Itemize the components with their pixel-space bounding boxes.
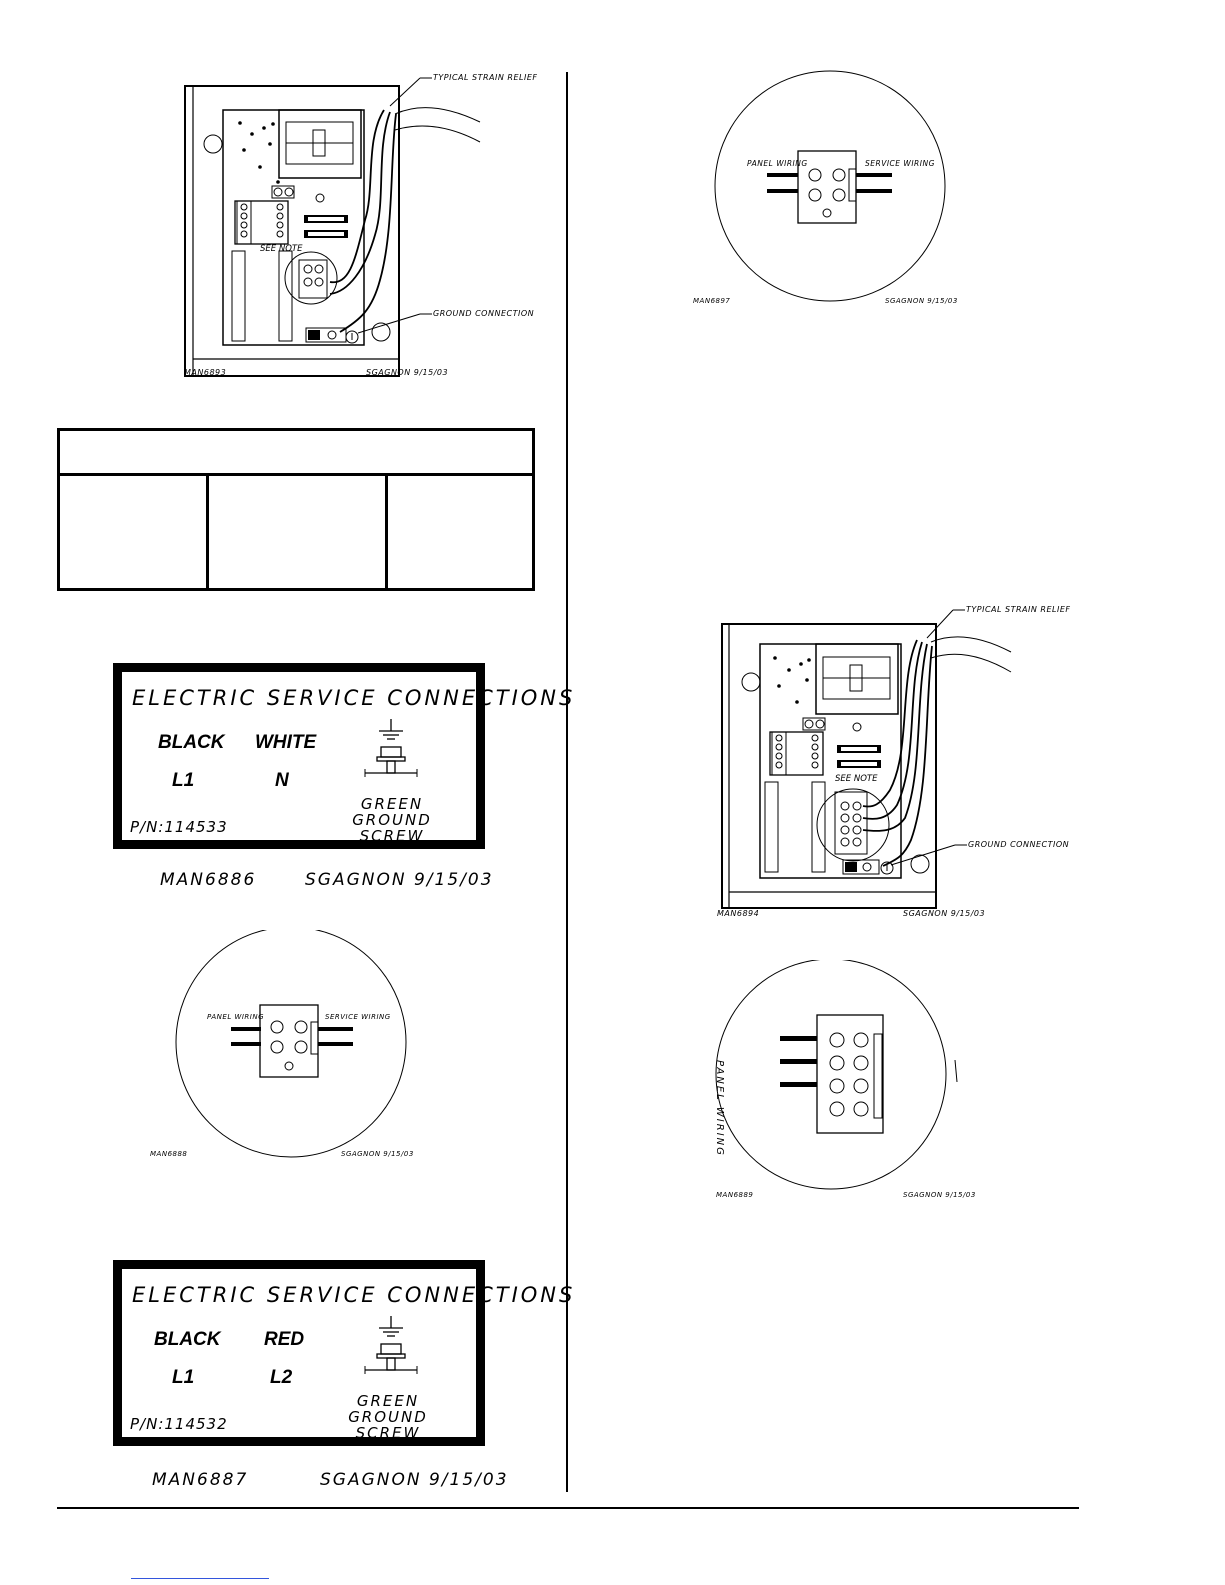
service-plate-2: ELECTRIC SERVICE CONNECTIONS BLACK RED L… xyxy=(113,1260,572,1446)
spec-table xyxy=(57,428,535,591)
plate2-term2: L2 xyxy=(270,1367,293,1388)
panel-diagram-1: SEE NOTE TYPICAL STRAIN RELIEF GROUND CO… xyxy=(180,70,560,390)
fig2-author: SGAGNON 9/15/03 xyxy=(885,297,958,305)
spec-table-col-2 xyxy=(209,476,388,588)
fig5-panel-wiring: PANEL WIRING xyxy=(207,1013,265,1021)
spec-table-header xyxy=(60,431,532,476)
service-plate-1: ELECTRIC SERVICE CONNECTIONS BLACK WHITE… xyxy=(113,663,572,849)
fig2-panel-wiring: PANEL WIRING xyxy=(747,159,808,168)
plate1-code: MAN6886 xyxy=(160,870,257,890)
svg-text:SEE NOTE: SEE NOTE xyxy=(835,774,878,784)
fig5-author: SGAGNON 9/15/03 xyxy=(341,1150,414,1158)
fig3-see-note: SEE NOTE xyxy=(835,774,878,784)
plate2-title: ELECTRIC SERVICE CONNECTIONS xyxy=(132,1283,576,1307)
plate1-wire2: WHITE xyxy=(255,732,317,753)
plate1-ground-symbol xyxy=(364,719,418,777)
plate2-term1: L1 xyxy=(172,1367,195,1388)
fig5-code: MAN6888 xyxy=(150,1150,188,1158)
footer-link-underline[interactable] xyxy=(131,1578,269,1579)
plate2-wire1: BLACK xyxy=(154,1329,221,1350)
plate1-part-number: P/N:114533 xyxy=(130,818,228,836)
spec-table-col-1 xyxy=(60,476,209,588)
plate2-author: SGAGNON 9/15/03 xyxy=(320,1470,509,1490)
plate2-ground-text: GREEN GROUND SCREW xyxy=(328,1393,448,1441)
fig4-code: MAN6889 xyxy=(716,1191,754,1199)
plate2-ground-line2: SCREW xyxy=(355,1424,421,1442)
plate2-wire2: RED xyxy=(264,1329,305,1350)
column-divider xyxy=(566,72,568,1492)
plate1-ground-line1: GREEN GROUND xyxy=(352,795,432,829)
fig1-author: SGAGNON 9/15/03 xyxy=(366,368,449,377)
fig3-author: SGAGNON 9/15/03 xyxy=(903,909,986,918)
fig4-panel-wiring: PANEL WIRING xyxy=(714,1060,725,1157)
fig1-ground-label: GROUND CONNECTION xyxy=(433,309,535,318)
terminal-detail-2: PANEL WIRING SERVICE WIRING MAN6897 SGAG… xyxy=(685,65,975,315)
plate1-author: SGAGNON 9/15/03 xyxy=(305,870,494,890)
plate1-wire1: BLACK xyxy=(158,732,225,753)
fig2-code: MAN6897 xyxy=(693,297,731,305)
panel-diagram-2: SEE NOTE TYPICAL STRAIN RELIEF GROUND CO… xyxy=(715,600,1085,925)
fig4-author: SGAGNON 9/15/03 xyxy=(903,1191,976,1199)
plate1-term1: L1 xyxy=(172,770,195,791)
fig1-strain-relief-label: TYPICAL STRAIN RELIEF xyxy=(433,73,538,82)
terminal-detail-3: PANEL WIRING MAN6889 SGAGNON 9/15/03 xyxy=(714,960,995,1210)
svg-text:SEE NOTE: SEE NOTE xyxy=(260,244,303,254)
plate2-ground-symbol xyxy=(364,1316,418,1374)
fig2-service-wiring: SERVICE WIRING xyxy=(865,159,935,168)
plate2-ground-line1: GREEN GROUND xyxy=(348,1392,428,1426)
terminal-detail-1: PANEL WIRING SERVICE WIRING MAN6888 SGAG… xyxy=(145,930,435,1170)
fig1-code: MAN6893 xyxy=(184,368,227,377)
fig3-code: MAN6894 xyxy=(717,909,760,918)
plate2-code: MAN6887 xyxy=(152,1470,249,1490)
plate1-title: ELECTRIC SERVICE CONNECTIONS xyxy=(132,686,576,710)
fig3-strain-relief-label: TYPICAL STRAIN RELIEF xyxy=(966,605,1071,614)
plate1-ground-text: GREEN GROUND SCREW xyxy=(332,796,452,844)
fig5-service-wiring: SERVICE WIRING xyxy=(325,1013,391,1021)
plate2-part-number: P/N:114532 xyxy=(130,1415,228,1433)
plate1-ground-line2: SCREW xyxy=(359,827,425,845)
footer-rule xyxy=(57,1507,1079,1509)
fig3-ground-label: GROUND CONNECTION xyxy=(968,840,1070,849)
fig1-see-note: SEE NOTE xyxy=(260,244,303,254)
plate1-term2: N xyxy=(275,770,289,791)
